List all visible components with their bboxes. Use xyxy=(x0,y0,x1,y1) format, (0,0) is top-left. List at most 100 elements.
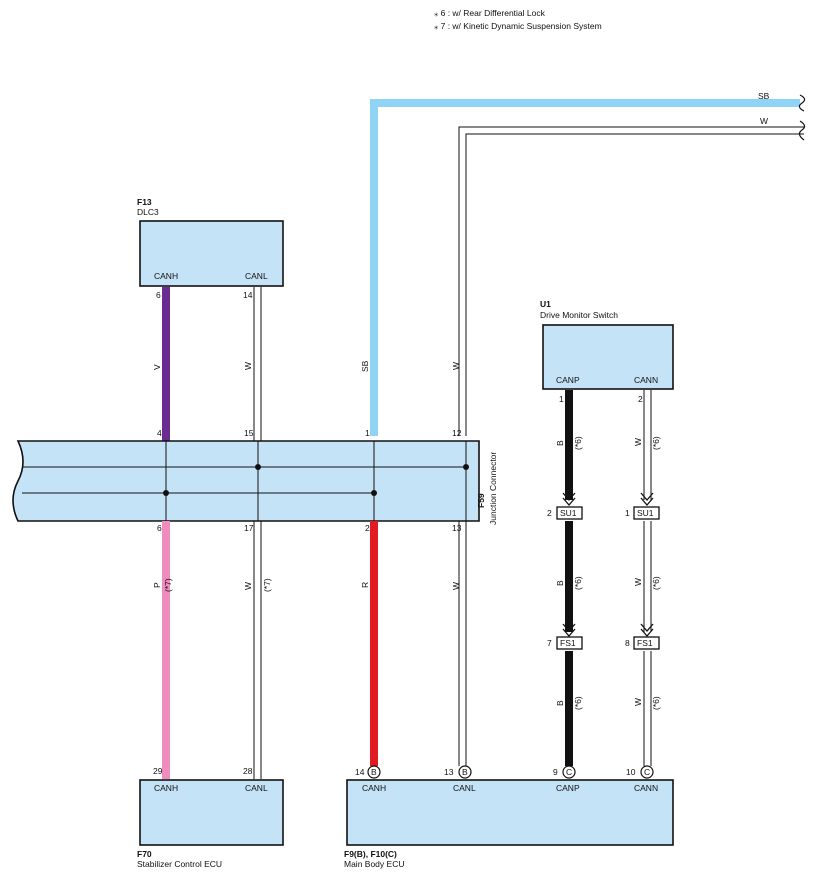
wire-note-6d: (*6) xyxy=(651,576,661,590)
chevron-down-icon xyxy=(562,492,576,501)
wire-label-w7: W xyxy=(633,698,643,706)
dlc3-box xyxy=(139,220,284,287)
wire-label-w6: W xyxy=(633,578,643,586)
fs1-right-box xyxy=(633,636,660,650)
wire-label-p: P xyxy=(152,582,162,588)
wire-w-top-outer xyxy=(458,126,804,436)
junction-pin-6: 6 xyxy=(157,523,162,533)
wire-label-sb: SB xyxy=(360,360,370,372)
main-body-name: Main Body ECU xyxy=(344,859,404,869)
mb-conn-c1 xyxy=(562,765,576,779)
f70-name: Stabilizer Control ECU xyxy=(137,859,222,869)
junction-pin-2: 2 xyxy=(365,523,370,533)
f70-box xyxy=(139,779,284,846)
chevron-icon-group xyxy=(562,492,654,637)
mb-conn-c2 xyxy=(640,765,654,779)
note-6: ⁎ 6 : w/ Rear Differential Lock xyxy=(434,8,546,18)
mb-conn-b1-label: B xyxy=(371,767,377,777)
junction-pin-1: 1 xyxy=(365,428,370,438)
wire-label-w1: W xyxy=(243,362,253,370)
su1-right-box xyxy=(633,506,660,520)
wire-label-v: V xyxy=(152,364,162,370)
chevron-down-icon xyxy=(640,492,654,501)
wire-note-6c: (*6) xyxy=(573,576,583,590)
junction-dot-4 xyxy=(371,490,377,496)
su1-left-pin: 2 xyxy=(547,508,552,518)
u1-pin-canp: CANP xyxy=(556,375,580,385)
fs1-left-pin: 7 xyxy=(547,638,552,648)
wire-label-b3: B xyxy=(555,700,565,706)
f70-pin-29: 29 xyxy=(153,766,163,776)
wire-note-6e: (*6) xyxy=(573,696,583,710)
ext-w-label: W xyxy=(760,116,768,126)
wire-note-7b: (*7) xyxy=(262,578,272,592)
wire-label-w4: W xyxy=(451,582,461,590)
u1-pin-2: 2 xyxy=(638,394,643,404)
main-body-box xyxy=(346,779,674,846)
wire-label-r: R xyxy=(360,582,370,588)
mb-pin-canh: CANH xyxy=(362,783,386,793)
su1-left-box xyxy=(556,506,583,520)
mb-conn-c1-label: C xyxy=(566,767,572,777)
junction-name: Junction Connector xyxy=(488,452,498,525)
junction-dot-2 xyxy=(463,464,469,470)
dlc3-name: DLC3 xyxy=(137,207,159,217)
wire-note-7a: (*7) xyxy=(163,578,173,592)
u1-pin-1: 1 xyxy=(559,394,564,404)
chevron-down-icon xyxy=(640,628,654,637)
dlc3-code: F13 xyxy=(137,197,152,207)
junction-pin-15: 15 xyxy=(244,428,254,438)
mb-pin-cann: CANN xyxy=(634,783,658,793)
wire-label-w3: W xyxy=(243,582,253,590)
fs1-left-box xyxy=(556,636,583,650)
junction-dot-3 xyxy=(163,490,169,496)
junction-code: F59 xyxy=(476,493,486,508)
u1-code: U1 xyxy=(540,299,551,309)
fs1-right-pin: 8 xyxy=(625,638,630,648)
break-mark-sb xyxy=(798,94,806,112)
mb-conn-b2 xyxy=(458,765,472,779)
f70-pin-canh: CANH xyxy=(154,783,178,793)
dlc3-pin-canl: CANL xyxy=(245,271,268,281)
su1-right-pin: 1 xyxy=(625,508,630,518)
junction-pin-13: 13 xyxy=(452,523,462,533)
u1-box xyxy=(542,324,674,390)
fs1-right-name: FS1 xyxy=(637,638,653,648)
wire-label-w2: W xyxy=(451,362,461,370)
wire-note-6a: (*6) xyxy=(573,436,583,450)
f70-pin-canl: CANL xyxy=(245,783,268,793)
chevron-down-icon xyxy=(640,623,654,632)
wire-note-6f: (*6) xyxy=(651,696,661,710)
dlc3-pin-6: 6 xyxy=(156,290,161,300)
main-body-code: F9(B), F10(C) xyxy=(344,849,397,859)
mb-pin-13: 13 xyxy=(444,767,454,777)
wire-label-b1: B xyxy=(555,440,565,446)
mb-pin-canl: CANL xyxy=(453,783,476,793)
junction-pin-4: 4 xyxy=(157,428,162,438)
chevron-down-icon xyxy=(562,623,576,632)
f70-code: F70 xyxy=(137,849,152,859)
u1-name: Drive Monitor Switch xyxy=(540,310,618,320)
junction-dot-1 xyxy=(255,464,261,470)
break-mark-w xyxy=(798,120,806,141)
su1-right-name: SU1 xyxy=(637,508,654,518)
dlc3-pin-14: 14 xyxy=(243,290,253,300)
chevron-down-icon xyxy=(562,497,576,506)
su1-left-name: SU1 xyxy=(560,508,577,518)
wire-label-b2: B xyxy=(555,580,565,586)
note-7: ⁎ 7 : w/ Kinetic Dynamic Suspension Syst… xyxy=(434,21,602,31)
fs1-left-name: FS1 xyxy=(560,638,576,648)
chevron-down-icon xyxy=(640,497,654,506)
mb-pin-9: 9 xyxy=(553,767,558,777)
junction-pin-17: 17 xyxy=(244,523,254,533)
f70-pin-28: 28 xyxy=(243,766,253,776)
mb-conn-b2-label: B xyxy=(462,767,468,777)
junction-pin-12: 12 xyxy=(452,428,462,438)
ext-sb-label: SB xyxy=(758,91,770,101)
mb-conn-b1 xyxy=(367,765,381,779)
junction-connector-box xyxy=(12,440,480,522)
dlc3-pin-canh: CANH xyxy=(154,271,178,281)
wire-w-top-inner xyxy=(465,133,804,436)
wire-note-6b: (*6) xyxy=(651,436,661,450)
